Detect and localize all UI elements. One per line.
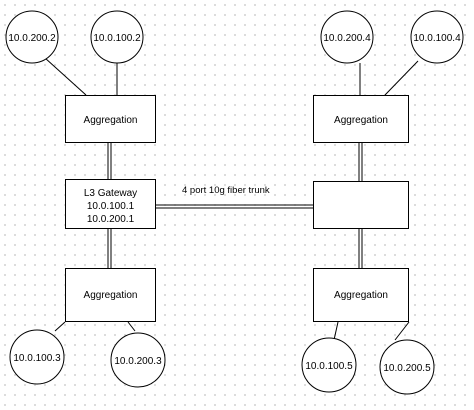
trunk-links (107, 143, 363, 268)
agg-box-bottom-left[interactable] (65, 268, 156, 322)
gateway-box[interactable] (65, 179, 156, 229)
host-label-10-0-100-4: 10.0.100.4 (413, 33, 461, 44)
agg-label-bottom-left: Aggregation (84, 290, 138, 301)
host-label-10-0-100-3: 10.0.100.3 (13, 353, 61, 364)
link-10-0-200-3 (127, 321, 136, 332)
host-label-10-0-200-5: 10.0.200.5 (383, 363, 431, 374)
host-circle-10-0-100-5[interactable] (301, 337, 357, 393)
host-circle-10-0-200-3[interactable] (110, 332, 166, 388)
host-label-10-0-200-2: 10.0.200.2 (8, 33, 56, 44)
link-10-0-100-4 (384, 60, 419, 96)
host-circle-10-0-100-4[interactable] (410, 10, 464, 64)
host-circle-10-0-100-2[interactable] (90, 10, 144, 64)
host-circle-10-0-200-4[interactable] (320, 10, 374, 64)
l3-gateway: L3 Gateway 10.0.100.1 10.0.200.1 (65, 179, 156, 229)
link-10-0-100-5 (333, 321, 339, 341)
host-label-10-0-200-3: 10.0.200.3 (114, 356, 162, 367)
host-circle-10-0-200-2[interactable] (5, 10, 59, 64)
host-circle-10-0-100-3[interactable] (9, 329, 65, 385)
gateway-title: L3 Gateway (84, 188, 137, 199)
agg-label-top-left: Aggregation (84, 115, 138, 126)
agg-label-bottom-right: Aggregation (334, 290, 388, 301)
core-box-right[interactable] (313, 181, 409, 229)
link-10-0-200-5 (394, 321, 410, 341)
agg-label-top-right: Aggregation (334, 115, 388, 126)
hosts: 10.0.200.2 10.0.100.2 10.0.200.4 10.0.10… (5, 10, 464, 395)
host-links (44, 57, 419, 341)
link-10-0-200-2 (44, 57, 87, 96)
agg-box-top-right[interactable] (313, 95, 409, 143)
link-10-0-100-3 (54, 321, 66, 332)
gateway-ip-1: 10.0.100.1 (87, 201, 135, 212)
agg-box-top-left[interactable] (65, 95, 156, 143)
host-circle-10-0-200-5[interactable] (379, 339, 435, 395)
gateway-ip-2: 10.0.200.1 (87, 214, 135, 225)
host-label-10-0-200-4: 10.0.200.4 (323, 33, 371, 44)
host-label-10-0-100-5: 10.0.100.5 (305, 361, 353, 372)
agg-box-bottom-right[interactable] (313, 268, 409, 322)
trunk-label: 4 port 10g fiber trunk (182, 185, 270, 196)
aggregation-switches: Aggregation Aggregation Aggregation Aggr… (65, 95, 409, 322)
host-label-10-0-100-2: 10.0.100.2 (93, 33, 141, 44)
